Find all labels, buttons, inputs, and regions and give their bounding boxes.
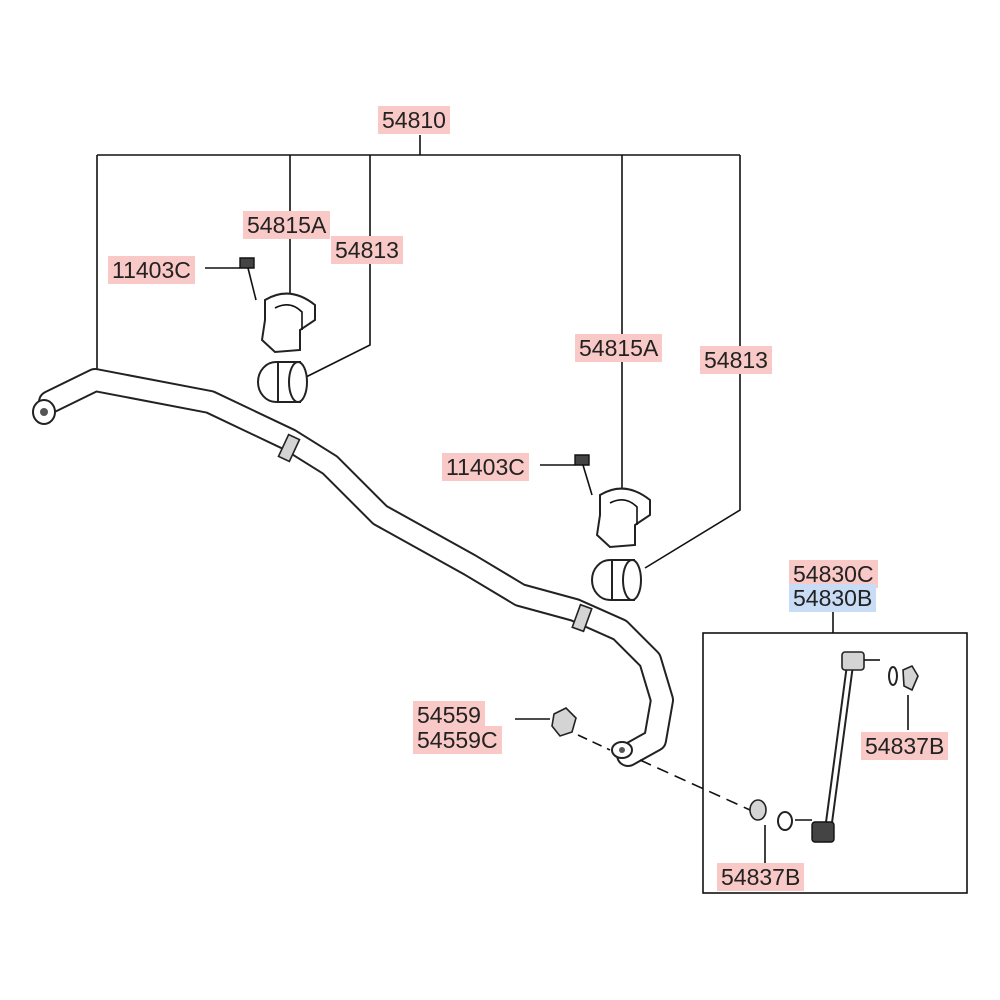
assembly-centerline xyxy=(639,759,751,811)
label-11403c-right[interactable]: 11403C xyxy=(442,453,529,481)
label-11403c-left[interactable]: 11403C xyxy=(108,256,195,284)
label-54815a-left[interactable]: 54815A xyxy=(243,211,331,239)
bushing-clamp-right xyxy=(574,454,651,601)
nut-54559 xyxy=(515,707,611,751)
label-54813-right[interactable]: 54813 xyxy=(700,346,772,374)
label-54810[interactable]: 54810 xyxy=(378,106,450,134)
label-54815a-right[interactable]: 54815A xyxy=(575,334,663,362)
label-54559[interactable]: 54559 xyxy=(413,701,485,729)
label-54813-left[interactable]: 54813 xyxy=(331,236,403,264)
label-54837b-upper[interactable]: 54837B xyxy=(861,732,949,760)
bushing-clamp-left xyxy=(239,257,316,403)
bracket-54810 xyxy=(96,135,741,569)
label-54837b-lower[interactable]: 54837B xyxy=(717,863,805,891)
label-54830c[interactable]: 54830C xyxy=(789,560,878,588)
stabilizer-bar xyxy=(32,368,674,767)
stabilizer-link-box xyxy=(702,612,968,894)
label-54830b[interactable]: 54830B xyxy=(789,584,877,612)
label-54559c[interactable]: 54559C xyxy=(413,726,502,754)
